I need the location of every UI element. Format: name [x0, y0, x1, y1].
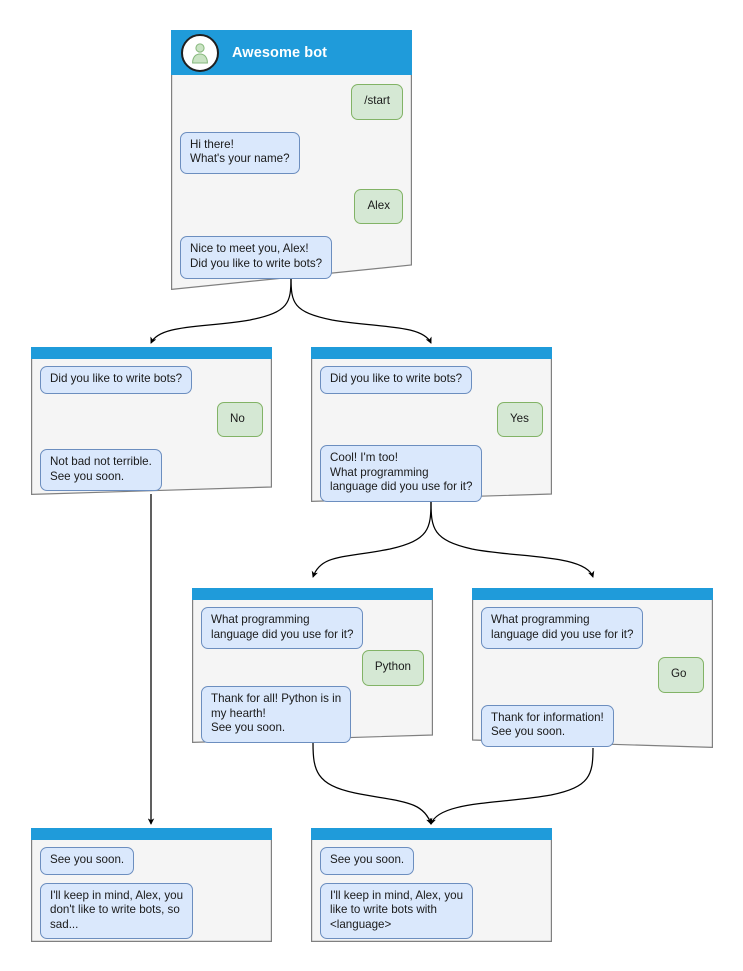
spacer [180, 174, 403, 189]
bot-message-bubble[interactable]: I'll keep in mind, Alex, you don't like … [40, 882, 194, 940]
node-no-branch-body: Did you like to write bots? No Not bad n… [31, 359, 272, 495]
node-root[interactable]: Awesome bot /start Hi there! What's your… [171, 30, 412, 290]
spacer [320, 394, 543, 402]
spacer [320, 875, 543, 883]
edge-python-to-end-happy [312, 742, 433, 825]
user-message-bubble[interactable]: Yes [497, 401, 543, 438]
node-root-title: Awesome bot [232, 44, 328, 61]
message-row: See you soon. [320, 847, 543, 875]
message-row: Did you like to write bots? [40, 366, 263, 394]
edge-go-to-end-happy [429, 747, 594, 825]
spacer [180, 224, 403, 236]
bot-message-bubble[interactable]: Cool! I'm too! What programming language… [320, 445, 483, 502]
message-row: Python [201, 649, 424, 686]
node-yes-branch-header [311, 347, 552, 359]
node-go-branch-body: What programming language did you use fo… [472, 600, 713, 748]
bot-message-bubble[interactable]: Hi there! What's your name? [180, 131, 300, 174]
bot-message-bubble[interactable]: See you soon. [320, 847, 415, 875]
message-row: See you soon. [40, 847, 263, 875]
bot-message-bubble[interactable]: Did you like to write bots? [320, 366, 473, 394]
bot-message-bubble[interactable]: Thank for information! See you soon. [481, 704, 614, 747]
bot-message-bubble[interactable]: Did you like to write bots? [40, 366, 193, 394]
message-row: Nice to meet you, Alex! Did you like to … [180, 236, 403, 279]
node-end-happy-body: See you soon. I'll keep in mind, Alex, y… [311, 840, 552, 942]
message-row: Thank for information! See you soon. [481, 704, 704, 747]
spacer [320, 437, 543, 445]
message-row: /start [180, 84, 403, 120]
node-end-sad[interactable]: See you soon. I'll keep in mind, Alex, y… [31, 828, 272, 942]
edge-yes-to-python [311, 500, 432, 578]
user-message-bubble[interactable]: /start [351, 84, 403, 120]
node-no-branch-header [31, 347, 272, 359]
node-python-branch-header [192, 588, 433, 600]
bot-message-bubble[interactable]: Not bad not terrible. See you soon. [40, 449, 162, 492]
message-row: What programming language did you use fo… [201, 607, 424, 650]
message-row: Alex [180, 188, 403, 225]
node-end-sad-body: See you soon. I'll keep in mind, Alex, y… [31, 840, 272, 942]
spacer [481, 693, 704, 705]
spacer [40, 394, 263, 402]
bot-message-bubble[interactable]: Thank for all! Python is in my hearth! S… [201, 686, 352, 743]
node-go-branch[interactable]: What programming language did you use fo… [472, 588, 713, 748]
node-python-branch-body: What programming language did you use fo… [192, 600, 433, 743]
spacer [481, 649, 704, 657]
bot-message-bubble[interactable]: I'll keep in mind, Alex, you like to wri… [320, 882, 474, 940]
message-row: I'll keep in mind, Alex, you like to wri… [320, 882, 543, 940]
message-row: Thank for all! Python is in my hearth! S… [201, 686, 424, 743]
edge-yes-to-go [430, 500, 595, 578]
spacer [40, 437, 263, 449]
message-row: Did you like to write bots? [320, 366, 543, 394]
spacer [180, 120, 403, 132]
message-row: No [40, 401, 263, 438]
user-message-bubble[interactable]: Python [361, 649, 424, 686]
message-row: What programming language did you use fo… [481, 607, 704, 650]
bot-message-bubble[interactable]: See you soon. [40, 847, 135, 875]
message-row: Not bad not terrible. See you soon. [40, 449, 263, 492]
message-row: Yes [320, 401, 543, 438]
node-root-body: /start Hi there! What's your name? Alex … [171, 75, 412, 290]
message-row: I'll keep in mind, Alex, you don't like … [40, 882, 263, 940]
message-row: Cool! I'm too! What programming language… [320, 445, 543, 502]
node-python-branch[interactable]: What programming language did you use fo… [192, 588, 433, 743]
message-row: Go [481, 657, 704, 693]
bot-message-bubble[interactable]: Nice to meet you, Alex! Did you like to … [180, 236, 333, 279]
node-end-happy[interactable]: See you soon. I'll keep in mind, Alex, y… [311, 828, 552, 942]
bot-message-bubble[interactable]: What programming language did you use fo… [201, 607, 364, 650]
message-row: Hi there! What's your name? [180, 131, 403, 174]
user-message-bubble[interactable]: Go [658, 657, 704, 693]
bot-message-bubble[interactable]: What programming language did you use fo… [481, 607, 644, 650]
user-message-bubble[interactable]: Alex [354, 188, 403, 225]
node-root-header: Awesome bot [171, 30, 412, 75]
spacer [40, 875, 263, 883]
person-avatar-icon [181, 33, 219, 72]
user-message-bubble[interactable]: No [217, 401, 263, 438]
node-end-happy-header [311, 828, 552, 840]
node-yes-branch[interactable]: Did you like to write bots? Yes Cool! I'… [311, 347, 552, 502]
node-yes-branch-body: Did you like to write bots? Yes Cool! I'… [311, 359, 552, 502]
node-go-branch-header [472, 588, 713, 600]
node-no-branch[interactable]: Did you like to write bots? No Not bad n… [31, 347, 272, 495]
node-end-sad-header [31, 828, 272, 840]
